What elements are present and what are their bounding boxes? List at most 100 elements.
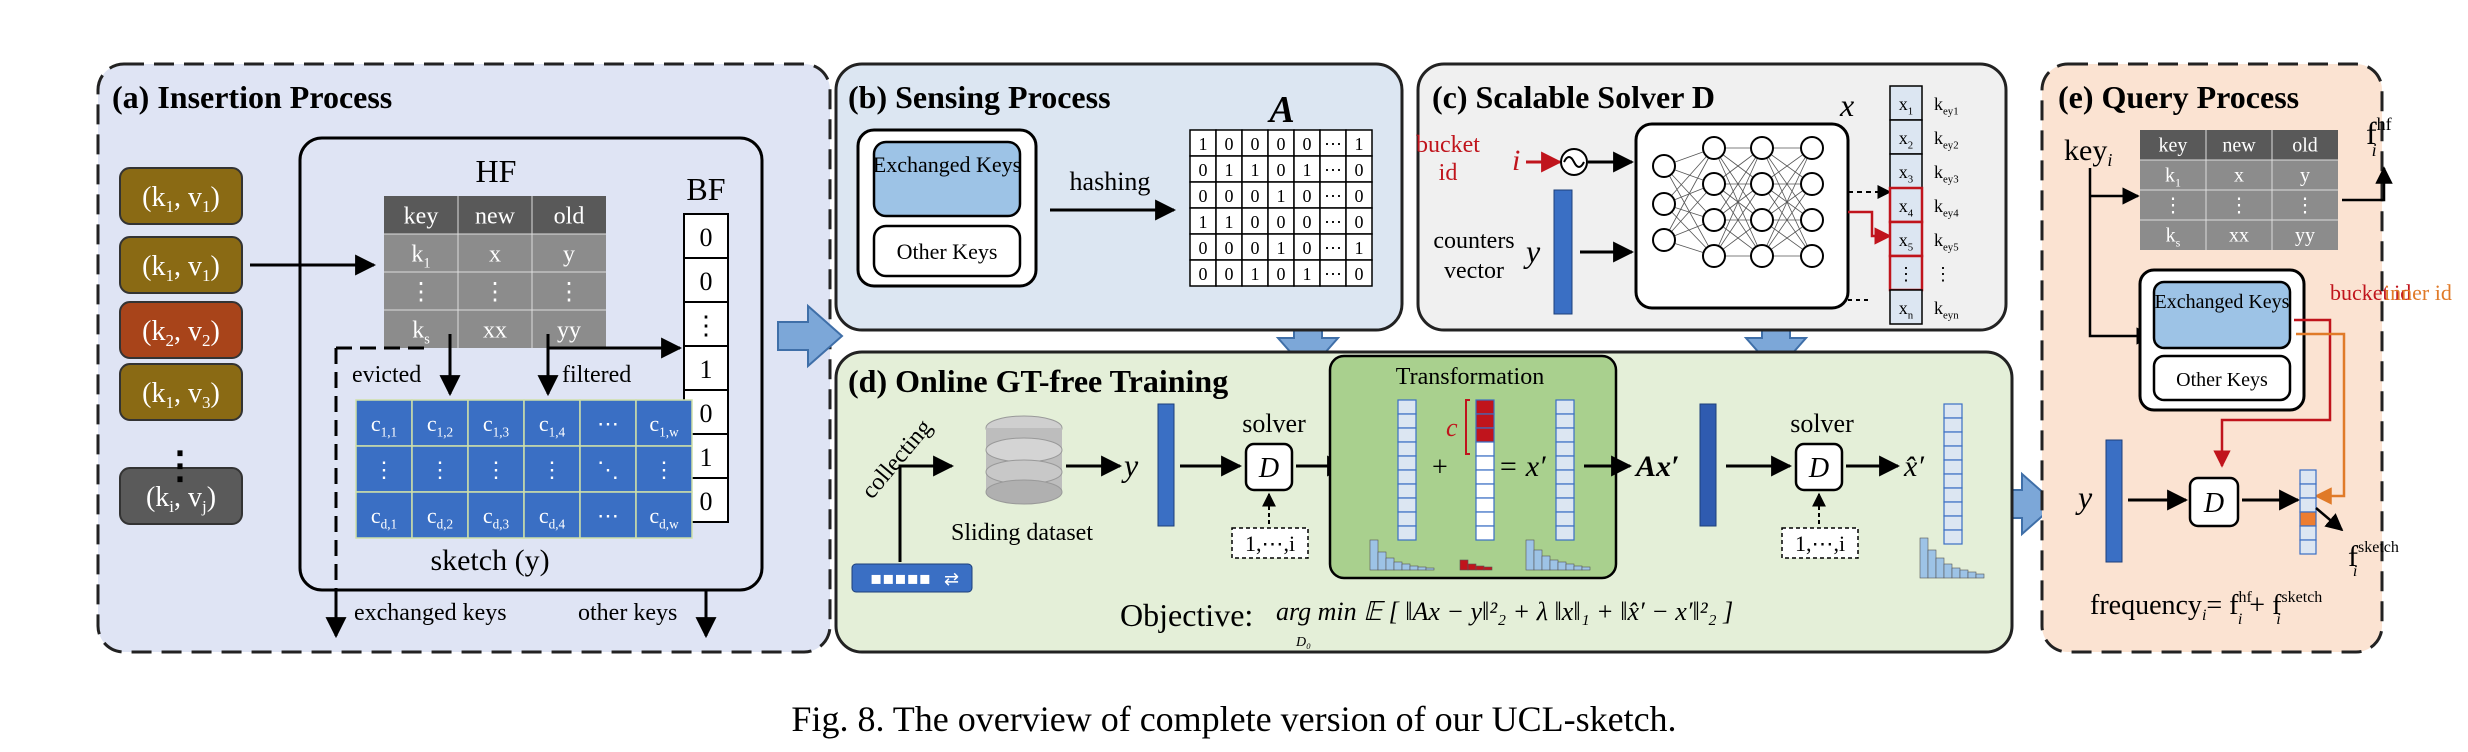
bf-cell: 1 [700,443,713,472]
matrix-cell: 0 [1355,160,1364,180]
xhat-prime: x̂′ [1903,450,1924,483]
bf-cell: 0 [700,487,713,516]
matrix-cell: 0 [1225,134,1234,154]
bucket-id-line1: bucket [1416,132,1480,158]
matrix-cell: 1 [1199,212,1208,232]
objective-label: Objective: [1120,597,1253,633]
svg-text:⋮: ⋮ [483,279,507,305]
sensing-other-keys [872,224,1022,278]
ax-prime: Ax′ [1634,450,1679,483]
matrix-cell: ⋯ [1324,212,1342,232]
matrix-cell: 0 [1277,160,1286,180]
svg-text:c1,w: c1,w [649,411,679,440]
insertion-title: (a) Insertion Process [112,79,392,115]
svg-text:(k2, v2): (k2, v2) [142,316,220,350]
key-stream: (k1, v1) (k1, v1) (k2, v2) (k1, v3) (ki, vj) [119,167,243,525]
solver2-label: solver [1790,409,1854,438]
plus-sign: + [1432,452,1448,483]
filtered-label: filtered [562,362,631,388]
svg-text:⋮: ⋮ [1897,264,1915,284]
bf-cell: 1 [700,355,713,384]
svg-text:1,⋯,i: 1,⋯,i [1245,531,1295,556]
solver-i: i [1512,144,1520,177]
matrix-cell: 0 [1303,238,1312,258]
stream-item: (k1, v3) [119,363,243,421]
svg-text:⋱: ⋱ [597,457,619,482]
svg-text:⋮: ⋮ [373,457,395,482]
svg-text:⋯: ⋯ [597,411,619,436]
svg-text:yy: yy [557,317,581,343]
svg-text:keyn: keyn [1934,298,1959,322]
svg-text:key4: key4 [1934,196,1959,220]
matrix-cell: 1 [1199,134,1208,154]
svg-text:⋮: ⋮ [2229,195,2249,217]
stream-item: (k1, v1) [119,167,243,225]
svg-text:⋮: ⋮ [429,457,451,482]
bf-label: BF [686,171,725,207]
matrix-cell: 0 [1199,264,1208,284]
matrix-cell: 0 [1199,238,1208,258]
query-y-vector [2105,439,2123,563]
svg-text:⇄: ⇄ [944,569,959,590]
sensing-title: (b) Sensing Process [848,79,1111,115]
matrix-cell: 1 [1225,160,1234,180]
diagram-canvas: (a) Insertion Process (k1, v1)(k1, v1)(k… [96,62,2452,654]
exchanged-keys-label: exchanged keys [354,600,507,626]
matrix-cell: 1 [1355,134,1364,154]
svg-text:x5: x5 [1899,230,1913,254]
svg-text:⋯: ⋯ [597,503,619,528]
svg-text:cd,3: cd,3 [483,503,510,532]
svg-text:⋮: ⋮ [2163,195,2183,217]
matrix-cell: 1 [1277,238,1286,258]
query-inner-arrow [2296,332,2346,505]
matrix-cell: 0 [1277,264,1286,284]
matrix-cell: 1 [1277,186,1286,206]
svg-text:x4: x4 [1899,196,1914,220]
query-y: y [2075,479,2093,515]
matrix-cell: ⋯ [1324,134,1342,154]
query-exchanged-label: Exchanged Keys [2155,291,2290,313]
hashing-label: hashing [1070,167,1151,196]
hf-header: key [2159,135,2188,157]
svg-text:(ki, vj): (ki, vj) [146,482,216,516]
solver-x: x [1839,87,1854,123]
svg-text:⋮: ⋮ [485,457,507,482]
y-vector-1 [1157,403,1175,527]
svg-text:xx: xx [2229,225,2249,247]
svg-text:x2: x2 [1899,128,1913,152]
other-keys-label: other keys [578,600,677,626]
query-bucket-arrow [2213,318,2332,468]
svg-text:(k1, v1): (k1, v1) [142,182,220,216]
transformation-label: Transformation [1396,364,1544,390]
svg-text:c1,2: c1,2 [427,411,453,440]
svg-text:⋮: ⋮ [1934,264,1952,284]
c-label: c [1446,413,1458,442]
matrix-cell: 0 [1251,134,1260,154]
svg-text:x3: x3 [1899,162,1913,186]
svg-text:ks: ks [2166,225,2181,250]
hf-header: new [2222,135,2256,157]
matrix-cell: 0 [1303,134,1312,154]
svg-text:yy: yy [2295,225,2315,247]
query-exchanged-keys [2152,280,2292,350]
solver-y: y [1523,233,1541,269]
hf-header: key [404,203,439,229]
svg-text:y: y [563,241,575,267]
figure-caption: Fig. 8. The overview of complete version… [791,699,1677,739]
svg-text:▪▪▪▪▪: ▪▪▪▪▪ [870,568,931,589]
matrix-cell: 0 [1251,212,1260,232]
objective-formula: arg min 𝔼 [ ‖Ax − y‖²₂ + λ ‖x‖₁ + ‖x̂′ −… [1276,597,1733,626]
bf-cell: 0 [700,267,713,296]
database-icon [985,415,1063,505]
matrix-cell: ⋯ [1324,238,1342,258]
bf-cell: ⋮ [693,311,719,340]
svg-text:(k1, v1): (k1, v1) [142,251,220,285]
